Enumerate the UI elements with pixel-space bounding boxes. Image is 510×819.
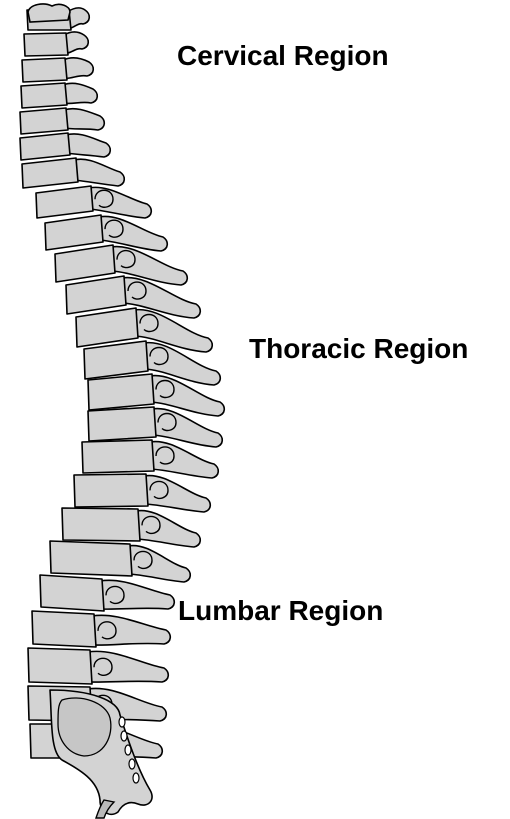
cervical-vertebra-7-body [22,158,78,188]
lumbar-region-label: Lumbar Region [178,597,383,625]
cervical-region-label: Cervical Region [177,42,389,70]
thoracic-vertebra-1-body [36,186,93,218]
cervical-vertebra-3-process [63,58,93,79]
sacrum-face [58,698,111,756]
thoracic-vertebra-10-body [74,474,148,507]
cervical-vertebra-2-body [24,33,68,56]
thoracic-vertebra-6-body [84,341,148,379]
sacral-foramen-5 [133,773,139,783]
sacral-foramen-4 [129,759,135,769]
cervical-vertebra-5-process [64,109,104,130]
thoracic-vertebra-11-body [62,508,140,541]
thoracic-region-label: Thoracic Region [249,335,468,363]
thoracic-vertebra-12-body [50,541,132,576]
sacral-foramen-2 [121,731,127,741]
thoracic-vertebra-9-body [82,440,154,473]
sacral-foramen-1 [119,717,125,727]
cervical-vertebra-3-body [22,58,67,82]
cervical-vertebra-6-body [20,133,70,160]
thoracic-vertebra-7-body [88,374,154,410]
thoracic-vertebra-8-body [88,407,156,441]
cervical-vertebra-4-body [21,83,67,108]
cervical-vertebra-5-body [20,108,68,134]
thoracic-vertebra-3-body [55,245,115,282]
lumbar-vertebra-2-body [32,611,96,647]
lumbar-vertebra-3-body [28,648,92,684]
cervical-vertebra-4-process [63,83,97,103]
lumbar-vertebra-1-body [40,575,104,611]
cervical-vertebra-7-process [74,159,124,186]
atlas [28,4,70,22]
cervical-vertebra-6-process [66,134,110,157]
thoracic-vertebra-2-body [45,215,103,250]
sacral-foramen-3 [125,745,131,755]
thoracic-vertebra-4-body [66,276,126,314]
thoracic-vertebra-5-body [76,308,138,347]
